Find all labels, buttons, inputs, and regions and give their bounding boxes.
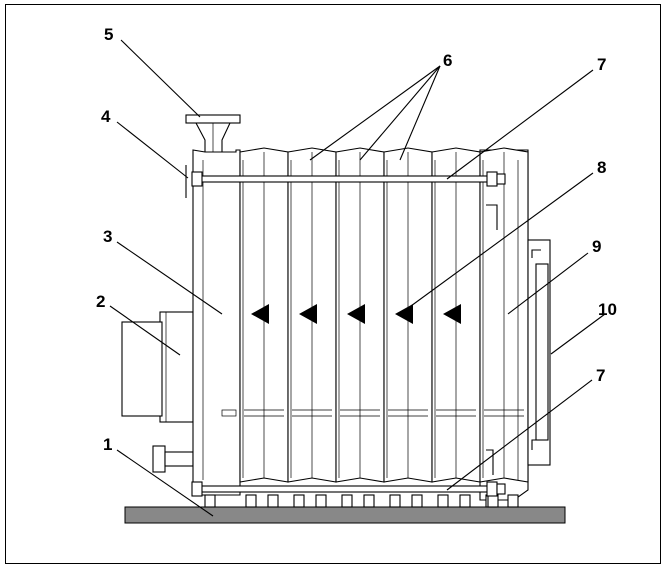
figure-frame: [5, 4, 661, 564]
callout-1: 1: [103, 435, 112, 454]
callout-3: 3: [103, 227, 112, 246]
front-section: [192, 149, 241, 496]
callout-10: 10: [598, 300, 617, 319]
section-foot: [389, 494, 401, 508]
section-foot: [315, 494, 327, 508]
section-foot: [437, 494, 449, 508]
tie-rod-top: [191, 171, 506, 187]
leader-lines: [109, 39, 606, 517]
section-foot: [204, 494, 216, 508]
section-foot: [267, 494, 279, 508]
section-foot: [363, 494, 375, 508]
return-connection: [152, 445, 194, 473]
flow-arrow: [251, 304, 269, 324]
seam-mark: [221, 409, 237, 417]
flow-arrows: [251, 304, 461, 324]
callout-4: 4: [101, 107, 111, 126]
flow-arrow: [299, 304, 317, 324]
section-foot: [411, 494, 423, 508]
boiler-sections: [192, 147, 529, 508]
callout-7-top: 7: [597, 55, 606, 74]
section-foot: [459, 494, 471, 508]
callout-6: 6: [443, 51, 452, 70]
section-foot: [245, 494, 257, 508]
flow-arrow: [395, 304, 413, 324]
section-foot: [341, 494, 353, 508]
sensor-well: [486, 204, 498, 230]
base-plate: [124, 506, 566, 524]
callout-5: 5: [104, 25, 113, 44]
callout-8: 8: [597, 158, 606, 177]
section-foot: [487, 494, 499, 508]
flow-arrow: [443, 304, 461, 324]
burner-housing: [121, 311, 194, 423]
control-panel: [527, 239, 551, 466]
callout-7-bottom: 7: [596, 366, 605, 385]
flow-arrow: [347, 304, 365, 324]
callout-2: 2: [96, 292, 105, 311]
section-foot: [507, 494, 519, 508]
tie-rod-bottom: [191, 481, 506, 497]
callout-9: 9: [592, 237, 601, 256]
section-foot: [293, 494, 305, 508]
